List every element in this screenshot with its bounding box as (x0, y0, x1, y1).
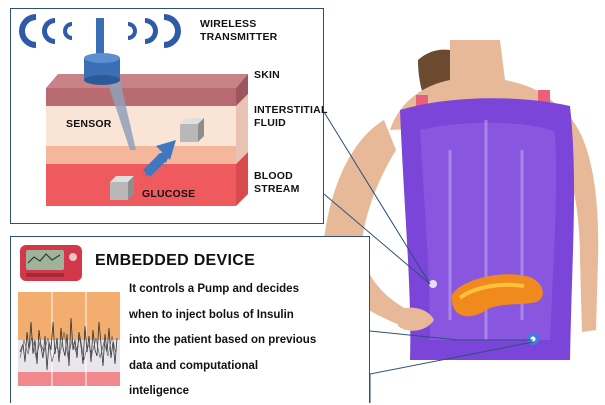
description-line-2: when to inject bolus of Insulin (129, 303, 364, 329)
description-line-3: into the patient based on previous (129, 328, 364, 354)
description-line-5: inteligence (129, 379, 364, 405)
device-leader-line-lower (370, 342, 533, 403)
embedded-device-description: It controls a Pump and decides when to i… (129, 277, 364, 405)
glucose-history-chart (18, 292, 120, 386)
description-line-1: It controls a Pump and decides (129, 277, 364, 303)
device-leader-line (370, 331, 533, 340)
description-line-4: data and computational (129, 354, 364, 380)
insulin-pump-icon (18, 243, 84, 285)
embedded-device-title: EMBEDDED DEVICE (95, 252, 255, 270)
